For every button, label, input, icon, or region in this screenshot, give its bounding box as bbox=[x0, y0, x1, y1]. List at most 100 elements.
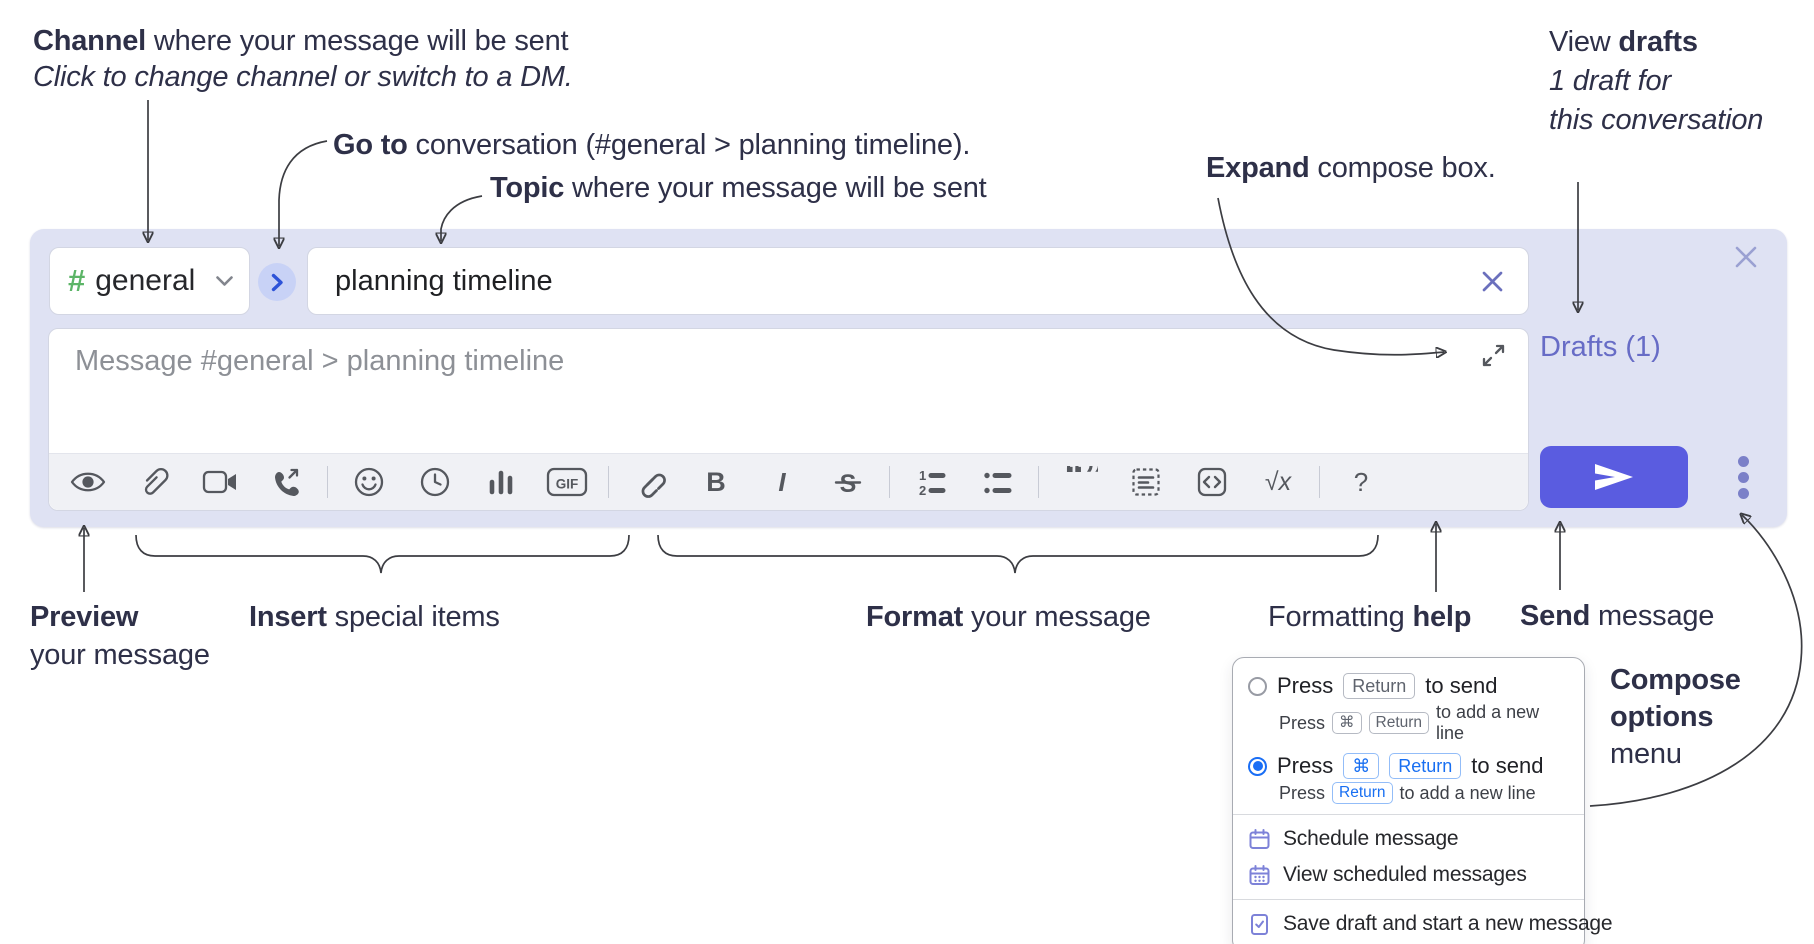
svg-text:?: ? bbox=[1354, 467, 1368, 497]
radio-selected[interactable] bbox=[1248, 756, 1267, 776]
menu-divider bbox=[1233, 814, 1584, 815]
video-clip-button[interactable] bbox=[187, 459, 253, 505]
option-cmd-return-subtext: Press Return to add a new line bbox=[1279, 782, 1536, 804]
option-return-subtext: Press ⌘ Return to add a new line bbox=[1279, 702, 1540, 743]
poll-button[interactable] bbox=[468, 459, 534, 505]
preview-button[interactable] bbox=[55, 459, 121, 505]
menu-item-view-scheduled[interactable]: View scheduled messages bbox=[1248, 857, 1569, 893]
message-placeholder: Message #general > planning timeline bbox=[75, 345, 565, 377]
toolbar-divider bbox=[1038, 466, 1039, 498]
close-compose-button[interactable] bbox=[1733, 244, 1759, 275]
svg-text:1: 1 bbox=[919, 468, 926, 483]
svg-text:I: I bbox=[778, 467, 786, 497]
dots-vertical-icon bbox=[1737, 455, 1749, 467]
formatting-help-button[interactable]: ? bbox=[1328, 459, 1394, 505]
compose-options-button[interactable] bbox=[1712, 453, 1774, 501]
option-return-to-send[interactable]: Press Return to send bbox=[1248, 668, 1569, 701]
gif-icon: GIF bbox=[546, 467, 588, 497]
annotation-formatting-help: Formatting help bbox=[1268, 601, 1472, 633]
bold-icon: B bbox=[706, 467, 726, 497]
compose-options-menu: Press Return to send Press ⌘ Return to a… bbox=[1232, 657, 1613, 944]
brace-insert bbox=[135, 534, 630, 574]
question-mark-icon: ? bbox=[1354, 467, 1368, 497]
eye-icon bbox=[70, 472, 106, 492]
svg-text:GIF: GIF bbox=[556, 477, 579, 492]
close-icon bbox=[1482, 271, 1503, 291]
video-camera-icon bbox=[202, 470, 236, 494]
topic-field bbox=[307, 247, 1529, 315]
annotation-compose-options: Compose options menu bbox=[1610, 664, 1741, 770]
topic-input[interactable] bbox=[308, 264, 1479, 298]
brace-format bbox=[657, 534, 1379, 574]
toolbar-divider bbox=[327, 466, 328, 498]
calendar-dots-icon bbox=[1249, 864, 1270, 885]
code-button[interactable] bbox=[1179, 459, 1245, 505]
calendar-icon bbox=[1249, 828, 1270, 849]
annotation-format: Format your message bbox=[866, 601, 1151, 633]
link-button[interactable] bbox=[617, 459, 683, 505]
send-button[interactable] bbox=[1540, 446, 1688, 508]
emoji-button[interactable] bbox=[336, 459, 402, 505]
option-cmd-return-to-send[interactable]: Press ⌘ Return to send bbox=[1248, 748, 1569, 781]
svg-text:“”: “” bbox=[1064, 466, 1098, 497]
compose-toolbar: GIF B bbox=[49, 453, 1528, 510]
emoji-smile-icon bbox=[354, 467, 384, 497]
italic-button[interactable]: I bbox=[749, 459, 815, 505]
menu-item-save-draft[interactable]: Save draft and start a new message bbox=[1248, 906, 1613, 942]
chevron-right-icon bbox=[271, 273, 283, 291]
schedule-button[interactable] bbox=[402, 459, 468, 505]
toolbar-divider bbox=[1319, 466, 1320, 498]
quote-button[interactable]: “” bbox=[1047, 459, 1113, 505]
expand-compose-button[interactable] bbox=[1481, 343, 1506, 373]
bar-chart-icon bbox=[489, 470, 513, 495]
ordered-list-button[interactable]: 1 2 bbox=[898, 459, 964, 505]
channel-hash-icon: # bbox=[68, 263, 86, 298]
ordered-list-icon: 1 2 bbox=[919, 468, 946, 497]
audio-clip-button[interactable] bbox=[253, 459, 319, 505]
radio-unselected[interactable] bbox=[1248, 676, 1267, 696]
menu-divider bbox=[1233, 899, 1584, 900]
send-icon bbox=[1595, 464, 1633, 490]
close-icon bbox=[1735, 246, 1757, 268]
annotation-insert: Insert special items bbox=[249, 601, 500, 633]
compose-box: # general Message #general > planning ti… bbox=[30, 229, 1787, 527]
message-input-area[interactable]: Message #general > planning timeline bbox=[48, 328, 1529, 511]
bold-button[interactable]: B bbox=[683, 459, 749, 505]
bulleted-list-button[interactable] bbox=[964, 459, 1030, 505]
formula-button[interactable]: √x bbox=[1245, 459, 1311, 505]
annotation-expand: Expand compose box. bbox=[1206, 152, 1496, 184]
chevron-down-icon bbox=[216, 275, 233, 286]
toolbar-divider bbox=[889, 466, 890, 498]
svg-text:√x: √x bbox=[1265, 468, 1293, 496]
channel-name: general bbox=[95, 264, 196, 297]
svg-text:B: B bbox=[706, 467, 726, 497]
clear-topic-button[interactable] bbox=[1479, 268, 1506, 295]
formula-icon: √x bbox=[1265, 468, 1293, 496]
goto-conversation-button[interactable] bbox=[258, 263, 296, 301]
quote-icon: “” bbox=[1064, 466, 1098, 497]
annotation-channel: Channel where your message will be sent … bbox=[33, 25, 573, 93]
italic-icon: I bbox=[778, 467, 786, 497]
link-icon bbox=[641, 473, 666, 498]
blockquote-button[interactable] bbox=[1113, 459, 1179, 505]
paperclip-icon bbox=[144, 468, 169, 495]
code-block-icon bbox=[1132, 468, 1160, 496]
attach-file-button[interactable] bbox=[121, 459, 187, 505]
annotation-goto: Go to conversation (#general > planning … bbox=[333, 129, 971, 161]
annotation-view-drafts: View drafts 1 draft for this conversatio… bbox=[1549, 26, 1764, 136]
code-brackets-icon bbox=[1197, 467, 1227, 497]
drafts-link[interactable]: Drafts (1) bbox=[1540, 331, 1661, 363]
channel-selector[interactable]: # general bbox=[49, 247, 250, 315]
menu-item-schedule-message[interactable]: Schedule message bbox=[1248, 821, 1569, 857]
bulleted-list-icon bbox=[984, 472, 1012, 494]
gif-button[interactable]: GIF bbox=[534, 459, 600, 505]
annotation-topic: Topic where your message will be sent bbox=[490, 172, 987, 204]
annotation-send: Send message bbox=[1520, 600, 1715, 632]
phone-call-icon bbox=[275, 468, 299, 496]
strikethrough-button[interactable]: S bbox=[815, 459, 881, 505]
document-check-icon bbox=[1251, 913, 1268, 935]
expand-icon bbox=[1482, 344, 1505, 367]
clock-icon bbox=[420, 467, 450, 497]
